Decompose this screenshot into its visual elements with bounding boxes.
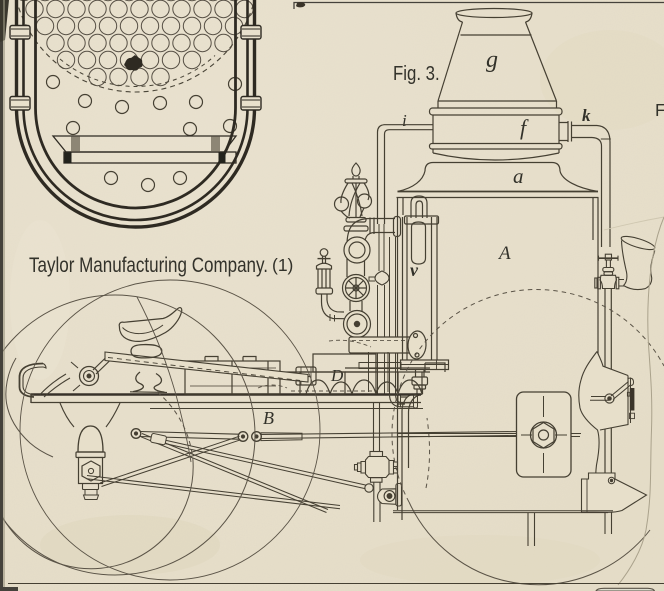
svg-text:g: g bbox=[486, 47, 498, 73]
svg-text:f: f bbox=[520, 115, 529, 140]
svg-text:Taylor Manufacturing Company.: Taylor Manufacturing Company. bbox=[29, 253, 268, 277]
svg-text:A: A bbox=[497, 243, 511, 264]
svg-text:v: v bbox=[410, 260, 419, 280]
svg-text:B: B bbox=[263, 408, 274, 428]
svg-text:Fig: Fig bbox=[655, 100, 664, 120]
svg-text:(1): (1) bbox=[272, 255, 293, 275]
svg-text:Fig. 3.: Fig. 3. bbox=[393, 62, 440, 85]
svg-text:k: k bbox=[582, 106, 591, 125]
svg-text:D: D bbox=[330, 366, 344, 385]
svg-text:i: i bbox=[402, 111, 407, 130]
svg-text:a: a bbox=[513, 164, 524, 188]
